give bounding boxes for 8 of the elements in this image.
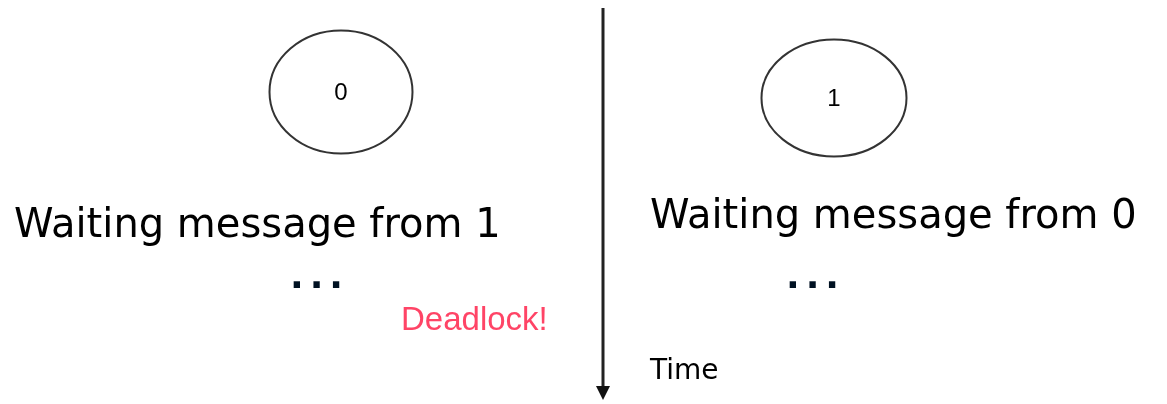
process-circle xyxy=(268,29,414,155)
axis-label: Time xyxy=(650,356,719,384)
ellipsis: ... xyxy=(290,258,350,294)
warning-text: Deadlock! xyxy=(401,302,548,335)
ellipsis: ... xyxy=(786,258,846,294)
process-circle xyxy=(760,38,908,158)
node-number: 1 xyxy=(827,84,841,112)
node-number: 0 xyxy=(334,78,348,106)
